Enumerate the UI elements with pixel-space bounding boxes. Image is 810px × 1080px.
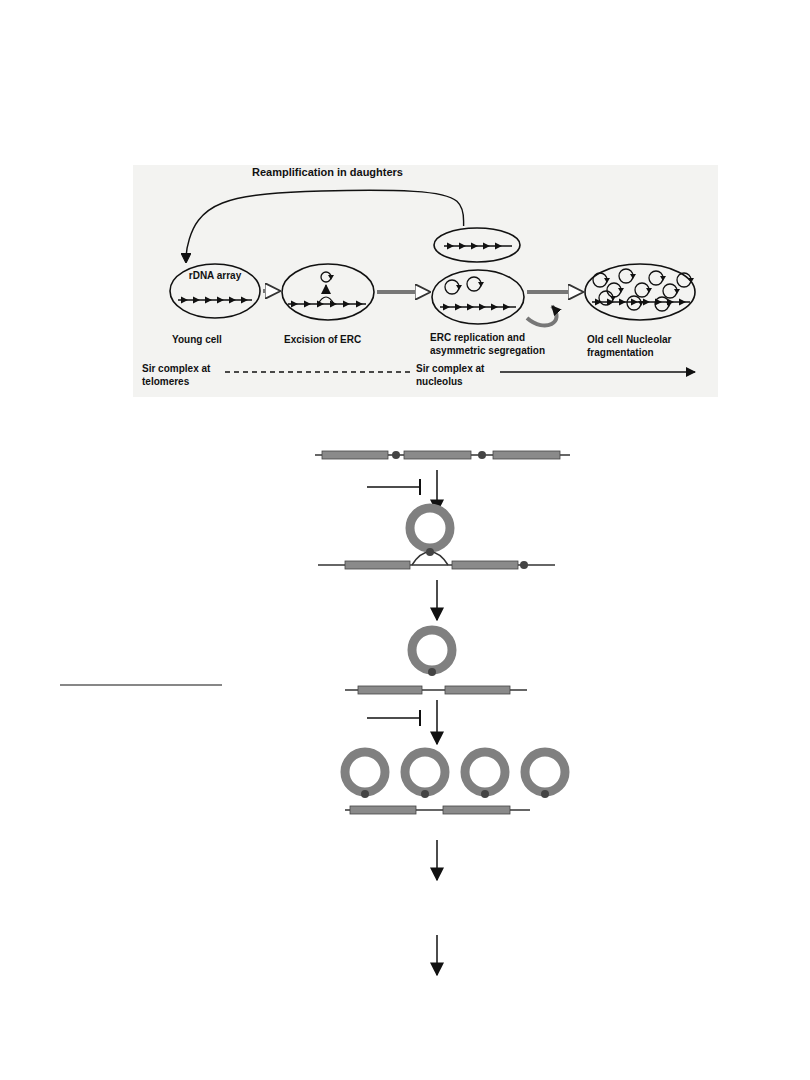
segregation-arrow <box>527 306 557 326</box>
figure-background <box>133 165 718 397</box>
rdna-repeat <box>304 301 311 308</box>
erc-ring <box>525 752 565 792</box>
excision-loop <box>318 297 334 304</box>
erc-ring <box>345 752 385 792</box>
erc-circle <box>467 277 481 291</box>
rdna-repeat <box>443 304 450 311</box>
timeline-label: Sir complex at telomeres <box>142 363 220 388</box>
erc-circle <box>635 283 649 297</box>
rdna-repeat <box>229 297 236 304</box>
transition-arrow <box>527 290 582 294</box>
ars-dot <box>421 790 429 798</box>
erc-repeat <box>610 296 616 301</box>
rdna-line <box>288 303 366 304</box>
transition-arrow <box>377 290 429 294</box>
rdna-repeat <box>483 243 490 250</box>
erc-circle <box>663 284 677 298</box>
rdna-repeat <box>471 243 478 250</box>
transition-arrow <box>186 190 464 262</box>
erc-repeat <box>618 288 624 293</box>
cell-contents <box>178 243 694 312</box>
cell-caption: Excision of ERC <box>284 334 396 347</box>
erc-ring <box>405 752 445 792</box>
cell-oval: Excision of ERC <box>280 262 376 322</box>
rdna-repeat <box>679 299 686 306</box>
erc-repeat <box>646 288 652 293</box>
ars-dot <box>481 790 489 798</box>
rdna-repeat <box>181 297 188 304</box>
erc-repeat <box>456 285 462 290</box>
erc-ring <box>465 752 505 792</box>
erc-repeat <box>478 282 484 287</box>
rdna-repeat <box>455 304 462 311</box>
rdna-repeat <box>467 304 474 311</box>
rdna-repeat <box>193 297 200 304</box>
rdna-repeat <box>205 297 212 304</box>
rdna-repeat <box>491 304 498 311</box>
dashed-line <box>225 371 410 372</box>
cell-membrane <box>434 228 520 262</box>
rdna-scheme <box>60 451 570 975</box>
erc-circle <box>445 280 459 294</box>
erc-repeat <box>630 274 636 279</box>
rdna-repeat <box>447 243 454 250</box>
cell-caption: ERC replication and asymmetric segregati… <box>430 332 556 357</box>
rdna-line <box>178 299 252 300</box>
erc-repeat <box>638 301 644 306</box>
cell-membrane <box>432 270 524 324</box>
erc-circle <box>599 291 613 305</box>
erc-repeat <box>674 289 680 294</box>
rdna-repeat <box>217 297 224 304</box>
rdna-repeat <box>291 301 298 308</box>
erc-repeat <box>328 275 334 280</box>
cell-oval: rDNA arrayYoung cell <box>168 262 262 320</box>
rdna-repeat <box>459 243 466 250</box>
erc-circle <box>627 296 641 310</box>
cell-membrane <box>282 264 374 320</box>
cell-membrane <box>585 264 695 320</box>
erc-repeat <box>660 276 666 281</box>
cell-caption: Old cell Nucleolar fragmentation <box>587 334 709 359</box>
cell-oval: ERC replication and asymmetric segregati… <box>430 226 526 326</box>
ars-dot <box>541 790 549 798</box>
erc-circle <box>655 297 669 311</box>
erc-repeat <box>604 278 610 283</box>
ars-dot <box>361 790 369 798</box>
cell-outline <box>430 226 526 326</box>
erc-circle <box>607 283 621 297</box>
transition-arrow <box>263 289 279 293</box>
rdna-repeat <box>495 243 502 250</box>
rdna-repeat <box>643 299 650 306</box>
inner-label: rDNA array <box>168 270 262 283</box>
erc-circle <box>649 271 663 285</box>
rdna-repeat <box>479 304 486 311</box>
erc-circle <box>619 269 633 283</box>
rdna-repeat <box>631 299 638 306</box>
timeline-label: Sir complex at nucleolus <box>416 363 496 388</box>
cell-oval: Old cell Nucleolar fragmentation <box>583 262 697 322</box>
timeline-arrow <box>500 371 695 372</box>
erc-repeat <box>666 302 672 307</box>
cell-outline <box>583 262 697 322</box>
rdna-repeat <box>503 304 510 311</box>
cell-caption: Young cell <box>172 334 264 347</box>
rdna-repeat <box>619 299 626 306</box>
rdna-repeat <box>343 301 350 308</box>
cell-outline <box>280 262 376 322</box>
edge-label: Reamplification in daughters <box>250 166 405 180</box>
excision-arrow <box>325 285 326 294</box>
rdna-repeat <box>241 297 248 304</box>
rdna-repeat <box>356 301 363 308</box>
